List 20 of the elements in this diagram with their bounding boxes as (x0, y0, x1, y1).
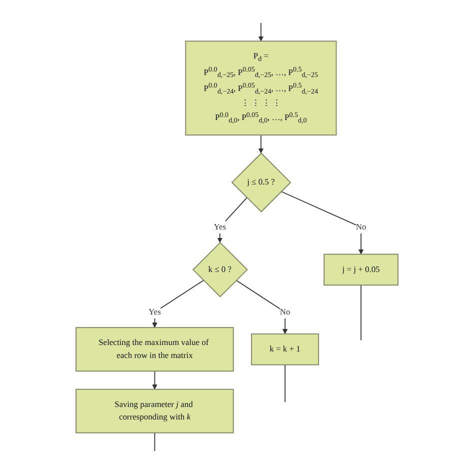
node-box: Selecting the maximum value of each row in the matrix (76, 327, 234, 372)
node-box: Saving parameter j and corresponding with k (76, 388, 234, 434)
arrow (152, 370, 158, 390)
arrow (217, 197, 248, 243)
connector (154, 432, 156, 452)
node-box: k = k + 1 (251, 333, 320, 366)
arrow (258, 22, 264, 42)
edge-label: No (356, 222, 366, 232)
node-diamond: j ≤ 0.5 ? (231, 152, 292, 212)
arrow (236, 280, 288, 334)
arrow (280, 191, 364, 254)
edge-label: No (280, 308, 290, 317)
connector (360, 284, 362, 341)
arrow (152, 280, 204, 328)
node-box: j = j + 0.05 (324, 254, 398, 286)
connector (284, 364, 286, 402)
edge-label: Yes (148, 308, 161, 317)
arrow (258, 134, 264, 154)
edge-label: Yes (214, 222, 226, 232)
node-diamond: k ≤ 0 ? (192, 242, 248, 298)
